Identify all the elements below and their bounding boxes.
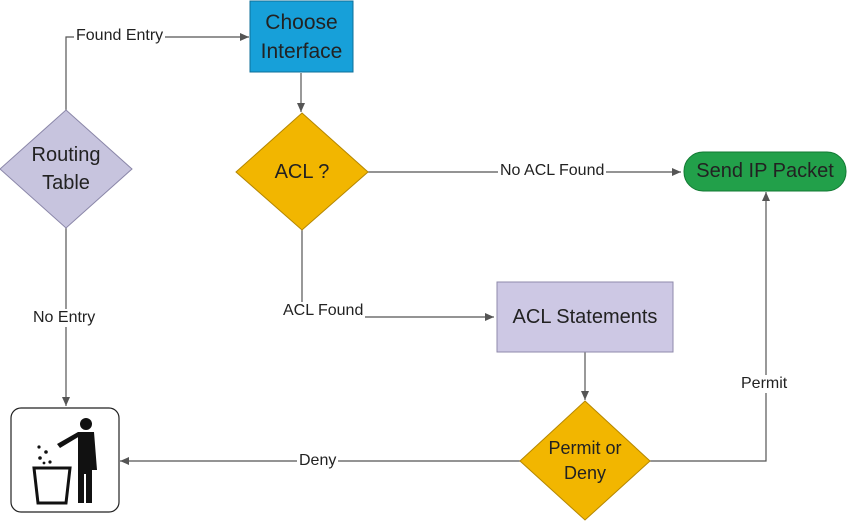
edge-label-no-entry: No Entry	[31, 309, 98, 327]
routing-table-label: Routing Table	[31, 144, 101, 194]
edge-label-acl-found: ACL Found	[281, 302, 366, 320]
acl-statements-box	[496, 281, 674, 353]
send-packet-label: Send IP Packet	[696, 160, 834, 182]
send-packet-pill	[683, 151, 847, 192]
acl-decision-label: ACL ?	[274, 160, 330, 183]
edge-label-found-entry: Found Entry	[74, 27, 166, 45]
edge-label-no-acl-found: No ACL Found	[498, 162, 607, 180]
edge-permit	[650, 192, 770, 462]
choose-interface-label: Choose Interface	[260, 10, 343, 63]
acl-decision-diamond	[235, 112, 369, 231]
permit-deny-diamond	[519, 400, 651, 521]
choose-interface-box	[249, 0, 354, 73]
edge-found-entry	[65, 33, 249, 110]
trash-bin-person-icon	[10, 407, 120, 513]
routing-table-diamond	[0, 109, 133, 229]
edge-label-permit: Permit	[739, 375, 790, 393]
permit-deny-label: Permit or Deny	[548, 438, 622, 483]
acl-statements-label: ACL Statements	[512, 305, 658, 328]
edge-label-deny: Deny	[297, 452, 339, 470]
